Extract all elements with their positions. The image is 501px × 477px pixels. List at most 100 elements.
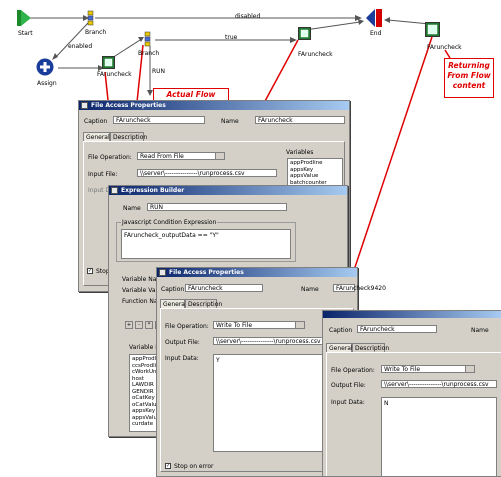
file-operation-label: File Operation: (165, 323, 209, 330)
name-label: Name (123, 205, 141, 212)
plus-icon (36, 58, 54, 76)
window-icon (81, 102, 88, 109)
input-file-field[interactable]: \\server\---------------\runprocess.csv (137, 169, 277, 177)
start-node[interactable] (17, 10, 31, 28)
file-access-dialog-4: Caption FAruncheck Name General Descript… (322, 310, 501, 477)
name-label: Name (471, 327, 489, 334)
stop-label: Stop (96, 268, 110, 275)
list-item[interactable]: appProdline (132, 356, 165, 362)
caption-label: Caption (161, 286, 185, 293)
faruncheck-left-label: FAruncheck (97, 71, 132, 78)
faruncheck-node-left[interactable] (102, 56, 115, 71)
expression-textarea[interactable]: FAruncheck_outputData == "Y" (121, 229, 291, 259)
operator-multiply-button[interactable]: * (145, 321, 153, 329)
tab-description[interactable]: Description (110, 132, 147, 141)
dialog-2-title: Expression Builder (121, 187, 185, 194)
variables-label: Variables (286, 149, 314, 156)
caption-label: Caption (329, 327, 353, 334)
list-item[interactable]: appsValue (290, 173, 319, 179)
connector-fa3-end (387, 19, 431, 25)
connector-fa2-end (304, 21, 361, 31)
enabled-label: enabled (68, 43, 93, 50)
tab-general[interactable]: General (160, 299, 187, 308)
file-access-icon (102, 56, 115, 69)
tab-general[interactable]: General (326, 343, 353, 352)
disabled-label: disabled (235, 13, 261, 20)
variable-name-label: Variable Nar (122, 276, 159, 283)
assign-label: Assign (37, 80, 57, 87)
tab-description[interactable]: Description (185, 299, 222, 308)
list-item[interactable]: appsKey (132, 408, 156, 414)
stop-checkbox[interactable]: ✓ (87, 268, 93, 274)
branch-mid-label: Branch (138, 50, 160, 57)
variables-list[interactable]: appProdline appsKey appsValue batchcount… (287, 158, 343, 190)
list-item[interactable]: oCatValue (132, 401, 160, 408)
input-data-textarea[interactable]: Y (213, 354, 323, 452)
window-icon (111, 187, 118, 194)
list-item[interactable]: host (132, 375, 144, 382)
dialog-3-title: File Access Properties (169, 269, 244, 276)
faruncheck-mid-label: FAruncheck (298, 51, 333, 58)
flow-connectors (30, 15, 431, 96)
input-data-textarea[interactable]: N (381, 397, 497, 476)
file-operation-select[interactable]: Write To File (213, 321, 305, 329)
dialog-1-titlebar[interactable]: File Access Properties (79, 101, 349, 110)
caption-label: Caption (84, 118, 108, 125)
tab-general[interactable]: General (83, 132, 110, 141)
list-item[interactable]: appsValue (132, 414, 161, 421)
dialog-1-title: File Access Properties (91, 102, 166, 109)
branch-node-mid[interactable] (143, 31, 153, 48)
name-input[interactable]: FAruncheck (255, 116, 345, 124)
operator-minus-button[interactable]: - (135, 321, 143, 329)
red-line-fa-left (104, 71, 109, 101)
run-label: RUN (152, 68, 166, 75)
branch-icon (87, 10, 94, 26)
list-item[interactable]: cWorkUnit (132, 369, 161, 375)
caption-input[interactable]: FAruncheck (185, 284, 263, 292)
list-item[interactable]: batchcounter (290, 179, 327, 186)
output-file-label: Output File: (331, 382, 366, 389)
start-icon (17, 10, 31, 26)
list-item[interactable]: LAWDIR (132, 382, 154, 388)
caption-input[interactable]: FAruncheck (113, 116, 205, 124)
variable-value-label: Variable Valu (122, 287, 161, 294)
input-data-label: Input Da (88, 187, 114, 194)
list-item[interactable]: curdate (132, 421, 154, 427)
list-item[interactable]: appProdline (290, 160, 323, 166)
end-label: End (370, 30, 382, 37)
dialog-3-titlebar[interactable]: File Access Properties (157, 268, 357, 277)
expression-name-input[interactable]: RUN (147, 203, 287, 211)
name-input[interactable]: FAruncheck9420 (333, 284, 386, 292)
dialog-4-titlebar[interactable] (323, 311, 501, 318)
list-item[interactable]: GENDIR (132, 388, 154, 395)
output-file-field[interactable]: \\server\---------------\runprocess.csv (213, 337, 333, 345)
stop-on-error-checkbox[interactable]: ✓ (165, 463, 171, 469)
input-data-label: Input Data: (165, 355, 199, 362)
dialog-2-titlebar[interactable]: Expression Builder (109, 186, 347, 195)
output-file-field[interactable]: \\server\---------------\runprocess.csv (381, 380, 497, 388)
caption-input[interactable]: FAruncheck (357, 325, 437, 333)
faruncheck-node-mid[interactable] (298, 27, 311, 42)
connector-fa-branch (111, 39, 141, 59)
operator-plus-button[interactable]: + (125, 321, 133, 329)
list-item[interactable]: appsKey (290, 166, 314, 173)
variable-list-label: Variable Li (129, 344, 161, 351)
file-operation-label: File Operation: (331, 367, 375, 374)
file-operation-select[interactable]: Write To File (381, 365, 475, 373)
assign-node[interactable] (36, 58, 54, 78)
file-access-icon (425, 22, 440, 37)
start-label: Start (18, 30, 33, 37)
faruncheck-node-right[interactable] (425, 22, 440, 39)
file-operation-select[interactable]: Read From File (137, 152, 225, 160)
general-panel (326, 352, 501, 476)
file-operation-label: File Operation: (88, 154, 132, 161)
tab-description[interactable]: Description (352, 343, 389, 352)
end-node[interactable] (366, 9, 386, 29)
output-file-label: Output File: (165, 339, 200, 346)
stop-on-error-label: Stop on error (174, 463, 214, 470)
list-item[interactable]: oCatKey (132, 395, 155, 401)
branch-node-top[interactable] (86, 10, 96, 27)
name-label: Name (221, 118, 239, 125)
list-item[interactable]: ccsProdlin (132, 362, 160, 369)
